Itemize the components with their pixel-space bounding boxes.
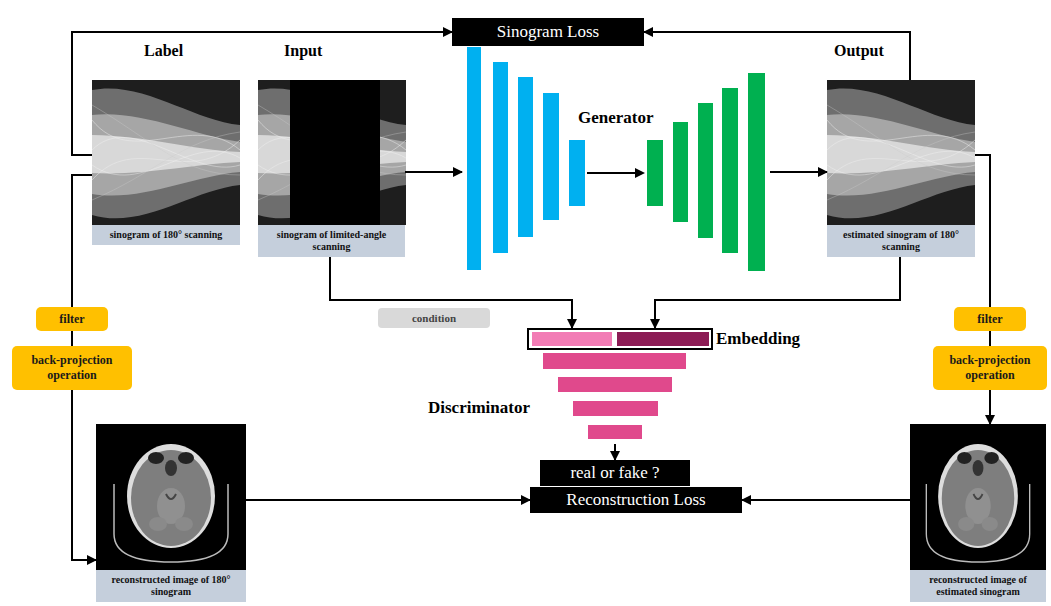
panel-title: Input	[284, 42, 322, 60]
image-area	[910, 424, 1046, 570]
image-area	[827, 80, 975, 225]
box-label: Sinogram Loss	[497, 22, 599, 42]
box-label: Reconstruction Loss	[566, 490, 705, 510]
connector-arrow	[72, 32, 452, 155]
image-panel: reconstructed image of 180° sinogram	[96, 424, 246, 602]
image-area	[96, 424, 246, 570]
connector-arrow	[644, 32, 910, 80]
operation-label: filter	[59, 312, 84, 327]
embedding-bar	[528, 329, 712, 349]
discriminator-bars	[543, 353, 686, 439]
connector-arrow	[71, 331, 73, 346]
embedding-bar	[528, 329, 712, 349]
decoder-bars	[647, 140, 663, 206]
panel-title: Label	[144, 42, 183, 60]
discriminator-bars	[558, 377, 672, 392]
block-label: Generator	[578, 108, 654, 128]
sinogram-image	[92, 80, 240, 225]
bottleneck-arrow	[587, 168, 645, 178]
discriminator-bars	[543, 353, 686, 369]
output-box: real or fake ?	[540, 460, 690, 486]
sinogram-panel: Input sinogram of limited-angle scanning	[258, 38, 405, 257]
panel-title: Output	[834, 42, 884, 60]
connector-arrow	[246, 499, 530, 501]
encoder-bars	[569, 140, 585, 206]
sinogram-image	[827, 80, 975, 225]
missing-angles	[290, 80, 380, 225]
panel-heading: Input	[258, 38, 405, 80]
generator-block: Generator	[462, 45, 770, 273]
image-panel: reconstructed image of estimated sinogra…	[910, 424, 1046, 602]
bottleneck-arrow	[587, 172, 636, 174]
connector-arrow	[655, 257, 900, 328]
encoder-bars	[493, 62, 508, 253]
filter-box: filter	[954, 307, 1026, 331]
embedding-bar	[617, 332, 709, 346]
ct-image	[910, 424, 1046, 570]
image-caption: sinogram of 180° scanning	[92, 225, 240, 245]
connector-arrow	[405, 171, 462, 173]
ct-image	[910, 424, 1046, 570]
decoder-bars	[647, 73, 765, 271]
decoder-bars	[698, 103, 713, 238]
image-caption: estimated sinogram of 180° scanning	[827, 225, 975, 257]
bottleneck-arrow	[635, 168, 645, 178]
connector-arrow	[742, 499, 910, 501]
encoder-bars	[518, 77, 533, 237]
image-area	[92, 80, 240, 225]
discriminator-bars	[573, 401, 658, 416]
decoder-bars	[722, 88, 738, 253]
operation-label: filter	[977, 312, 1002, 327]
connector-arrow	[975, 155, 990, 307]
discriminator-bars	[588, 425, 642, 439]
connector-arrow	[770, 171, 827, 173]
panel-heading: Label	[92, 38, 240, 80]
box-label: real or fake ?	[570, 463, 659, 483]
connector-arrow	[989, 331, 991, 346]
panel-heading: Output	[827, 38, 975, 80]
block-label: Embedding	[716, 329, 800, 349]
discriminator-block: EmbeddingDiscriminator	[420, 328, 820, 444]
block-label: Discriminator	[428, 398, 530, 418]
image-caption: reconstructed image of estimated sinogra…	[910, 570, 1046, 602]
connector-arrow	[614, 444, 616, 460]
connector-arrow	[72, 175, 92, 307]
encoder-bars	[467, 47, 481, 270]
decoder-bars	[748, 73, 765, 271]
image-area	[258, 80, 405, 225]
operation-label: back-projection operation	[16, 353, 128, 383]
connector-arrow	[989, 390, 991, 424]
embedding-bar	[532, 332, 612, 346]
sinogram-panel: Label sinogram of 180° scanning	[92, 38, 240, 245]
connector-arrow	[72, 390, 96, 560]
backprojection-box: back-projection operation	[12, 346, 132, 390]
filter-box: filter	[36, 307, 108, 331]
image-caption: reconstructed image of 180° sinogram	[96, 570, 246, 602]
image-caption: sinogram of limited-angle scanning	[258, 225, 405, 257]
ct-image	[96, 424, 246, 570]
condition-tag: condition	[378, 308, 490, 328]
operation-label: back-projection operation	[937, 353, 1043, 383]
encoder-bars	[543, 93, 559, 220]
loss-box: Sinogram Loss	[452, 18, 644, 46]
loss-box: Reconstruction Loss	[530, 487, 742, 513]
connector-arrow	[330, 257, 572, 328]
sinogram-panel: Output estimated sinogram of 180° scannin…	[827, 38, 975, 257]
backprojection-box: back-projection operation	[933, 346, 1047, 390]
decoder-bars	[673, 122, 688, 222]
encoder-bars	[467, 47, 585, 270]
sinogram-image	[258, 80, 406, 225]
